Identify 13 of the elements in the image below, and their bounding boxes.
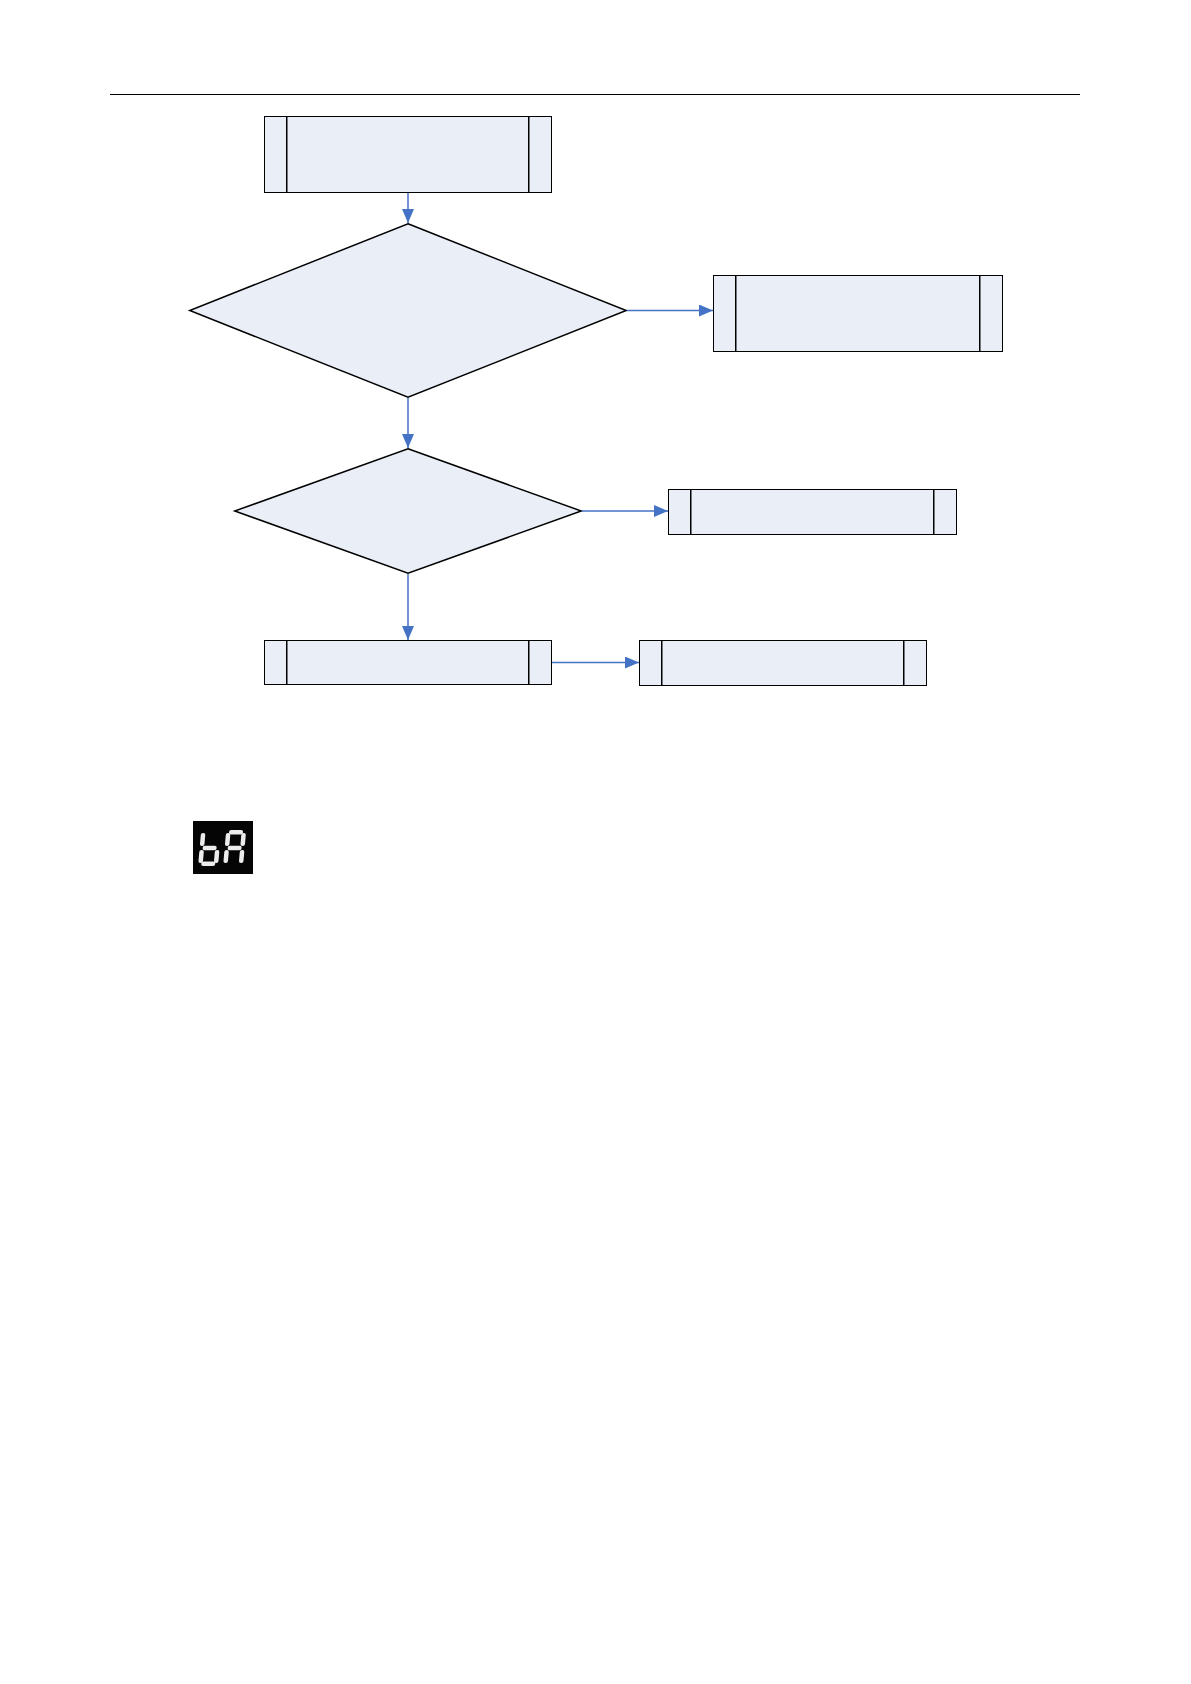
predefined-process-box bbox=[713, 275, 1003, 352]
decision-diamond bbox=[189, 223, 627, 398]
predefined-process-box bbox=[668, 489, 957, 535]
arrow bbox=[626, 304, 714, 317]
predefined-process-box bbox=[639, 640, 927, 686]
arrow bbox=[402, 573, 414, 641]
predefined-process-box bbox=[264, 640, 552, 685]
predefined-process-box bbox=[264, 116, 552, 193]
arrow bbox=[402, 192, 414, 224]
arrow bbox=[402, 397, 414, 449]
decision-diamond bbox=[234, 448, 582, 574]
arrow bbox=[551, 656, 640, 669]
arrow bbox=[581, 505, 669, 517]
